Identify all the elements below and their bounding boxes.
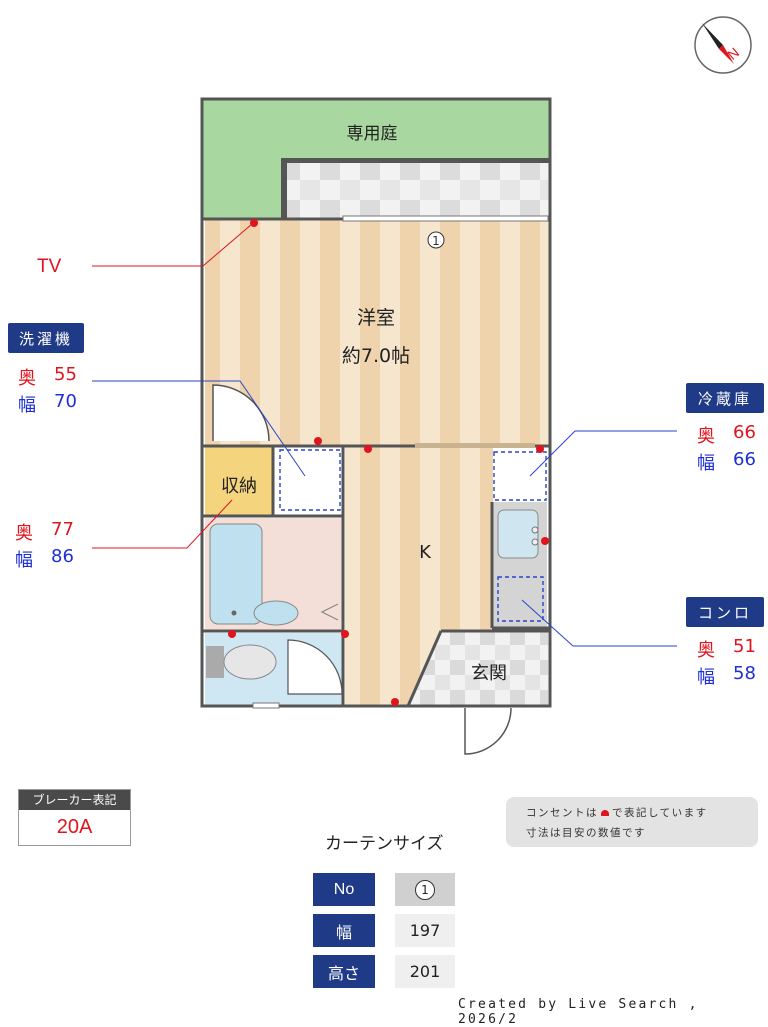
curtain-marker-icon — [427, 231, 445, 249]
storage-label: 収納 — [221, 476, 257, 497]
curtain-row-value: 201 — [395, 955, 455, 988]
storage-area — [205, 447, 273, 515]
breaker-value: 20A — [56, 816, 93, 838]
curtain-row-label: 幅 — [313, 914, 375, 947]
curtain-title: カーテンサイズ — [325, 834, 444, 854]
washer-title: 洗濯機 — [8, 323, 84, 353]
fridge-title: 冷蔵庫 — [686, 383, 764, 413]
legend-note: コンセントは で表記しています 寸法は目安の数値です — [506, 797, 758, 847]
curtain-row-value: 1 — [395, 873, 455, 906]
outlet-icon — [536, 445, 544, 453]
outlet-icon — [601, 809, 609, 816]
garden-label: 専用庭 — [347, 124, 398, 144]
entrance-label: 玄関 — [471, 663, 507, 684]
compass-icon: N — [694, 16, 752, 74]
outlet-icon — [341, 630, 349, 638]
outlet-icon — [364, 445, 372, 453]
western-room-floor — [205, 219, 550, 445]
breaker-title: ブレーカー表記 — [19, 790, 130, 810]
svg-text:1: 1 — [432, 234, 440, 248]
floor-plan: 1 専用庭 洋室 約7.0帖 収納 K 玄関 — [92, 97, 677, 755]
curtain-row-value: 197 — [395, 914, 455, 947]
outlet-icon — [391, 698, 399, 706]
curtain-row-label: 高さ — [313, 955, 375, 988]
tv-label: TV — [37, 256, 62, 277]
stove-title: コンロ — [686, 597, 764, 627]
western-room-label: 洋室 — [357, 307, 395, 329]
balcony-tile — [283, 160, 550, 218]
kitchen-label: K — [419, 542, 432, 563]
outlet-icon — [228, 630, 236, 638]
outlet-icon — [314, 437, 322, 445]
curtain-row-label: No — [313, 873, 375, 906]
western-room-size: 約7.0帖 — [342, 345, 410, 367]
entrance-floor — [408, 632, 548, 705]
breaker-box: ブレーカー表記 20A — [18, 789, 131, 846]
credit-text: Created by Live Search , 2026/2 — [458, 997, 699, 1027]
outlet-icon — [541, 537, 549, 545]
outlet-icon — [250, 219, 258, 227]
